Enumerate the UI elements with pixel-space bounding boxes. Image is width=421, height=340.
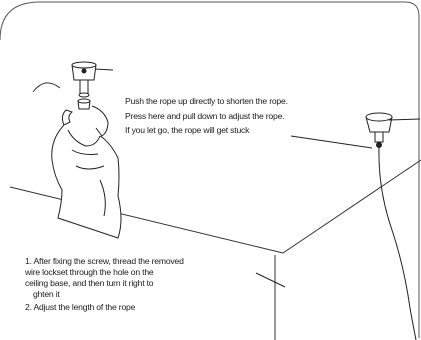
callout-press-text: Press here and pull down to adjust the r… bbox=[125, 111, 284, 122]
step1-line3: ceiling base, and then turn it right to bbox=[25, 278, 153, 289]
rotate-arrow-icon bbox=[33, 83, 60, 92]
ceiling-base-left bbox=[72, 62, 113, 109]
callout-pointer bbox=[291, 136, 372, 148]
callout-letgo-text: If you let go, the rope will get stuck bbox=[125, 125, 249, 136]
step1-pointer bbox=[256, 273, 285, 287]
step2-text: 2. Adjust the length of the rope bbox=[25, 302, 135, 313]
callout-push-text: Push the rope up directly to shorten the… bbox=[125, 96, 288, 107]
hand-illustration bbox=[52, 106, 121, 238]
ceiling-base-right bbox=[366, 113, 420, 148]
step1-line2: wire lockset through the hole on the bbox=[25, 267, 153, 278]
step1-line4: ghten it bbox=[33, 289, 60, 300]
step1-line1: 1. After fixing the screw, thread the re… bbox=[25, 256, 184, 267]
